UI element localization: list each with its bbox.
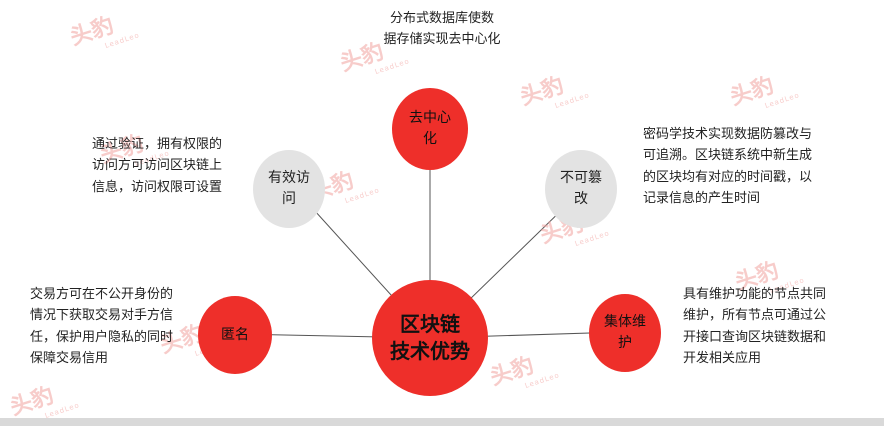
desc-anonymous: 交易方可在不公开身份的 情况下获取交易对手方信 任，保护用户隐私的同时 保障交易…: [30, 287, 174, 367]
center-node: 区块链 技术优势: [372, 280, 488, 396]
center-title-line2: 技术优势: [390, 339, 470, 363]
node-collective-maintenance: 集体维 护: [589, 294, 661, 372]
center-title-line1: 区块链: [400, 312, 460, 336]
node-decentralized: 去中心 化: [392, 88, 468, 170]
node-label: 化: [423, 131, 437, 147]
desc-decentralized: 分布式数据库使数 据存储实现去中心化: [383, 11, 501, 48]
desc-collective-maintenance: 具有维护功能的节点共同 维护，所有节点可通过公 开接口查询区块链数据和 开发相关…: [683, 287, 827, 367]
desc-immutable: 密码学技术实现数据防篡改与 可追溯。区块链系统中新生成 的区块均有对应的时间戳，…: [643, 127, 813, 207]
desc-effective-access: 通过验证，拥有权限的 访问方可访问区块链上 信息，访问权限可设置: [92, 137, 223, 195]
node-anonymous: 匿名: [198, 296, 272, 374]
node-label: 去中心: [409, 110, 451, 126]
node-label: 问: [282, 191, 296, 207]
node-effective-access: 有效访 问: [253, 150, 325, 228]
node-immutable: 不可篡 改: [545, 150, 617, 228]
node-label: 护: [618, 335, 632, 351]
bottom-bar: [0, 418, 884, 426]
node-label: 不可篡: [560, 170, 602, 186]
node-label: 有效访: [268, 170, 310, 186]
node-label: 集体维: [604, 314, 646, 330]
node-label: 匿名: [221, 326, 249, 343]
node-label: 改: [574, 191, 588, 207]
